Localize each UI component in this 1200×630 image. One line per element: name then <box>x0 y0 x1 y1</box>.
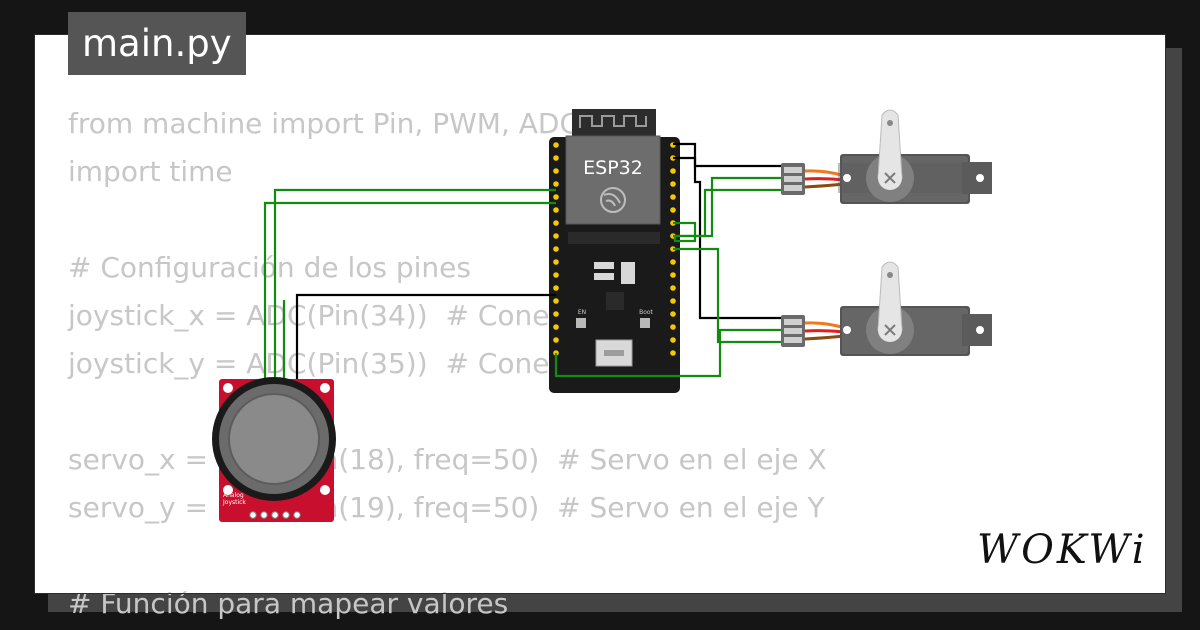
code-preview: from machine import Pin, PWM, ADC import … <box>68 100 827 628</box>
servo-screw-icon <box>884 172 896 184</box>
servo-motor-bottom[interactable] <box>781 261 992 356</box>
joystick-label: Analog <box>223 492 244 499</box>
espressif-logo-icon <box>600 187 626 213</box>
file-tab-main-py[interactable]: main.py <box>68 12 246 75</box>
code-line: # Función para mapear valores <box>68 587 509 620</box>
code-line: from machine import Pin, PWM, ADC <box>68 107 580 140</box>
servo-screw-icon <box>884 324 896 336</box>
boot-label: Boot <box>639 309 653 316</box>
wires <box>263 142 785 512</box>
esp32-label: ESP32 <box>583 157 643 179</box>
code-line: # Configuración de los pines <box>68 251 471 284</box>
esp32-devkit[interactable]: ESP32 EN Boot <box>549 109 680 393</box>
en-label: EN <box>578 309 586 316</box>
boot-button[interactable] <box>640 318 650 328</box>
servo-motor-top[interactable] <box>781 109 992 204</box>
analog-joystick[interactable]: Analog Joystick <box>212 377 336 522</box>
code-line: servo_y = PWM(Pin(19), freq=50) # Servo … <box>68 491 825 524</box>
joystick-label: Joystick <box>222 499 246 506</box>
code-line: import time <box>68 155 233 188</box>
en-button[interactable] <box>576 318 586 328</box>
wokwi-logo: WOKWi <box>977 527 1148 573</box>
